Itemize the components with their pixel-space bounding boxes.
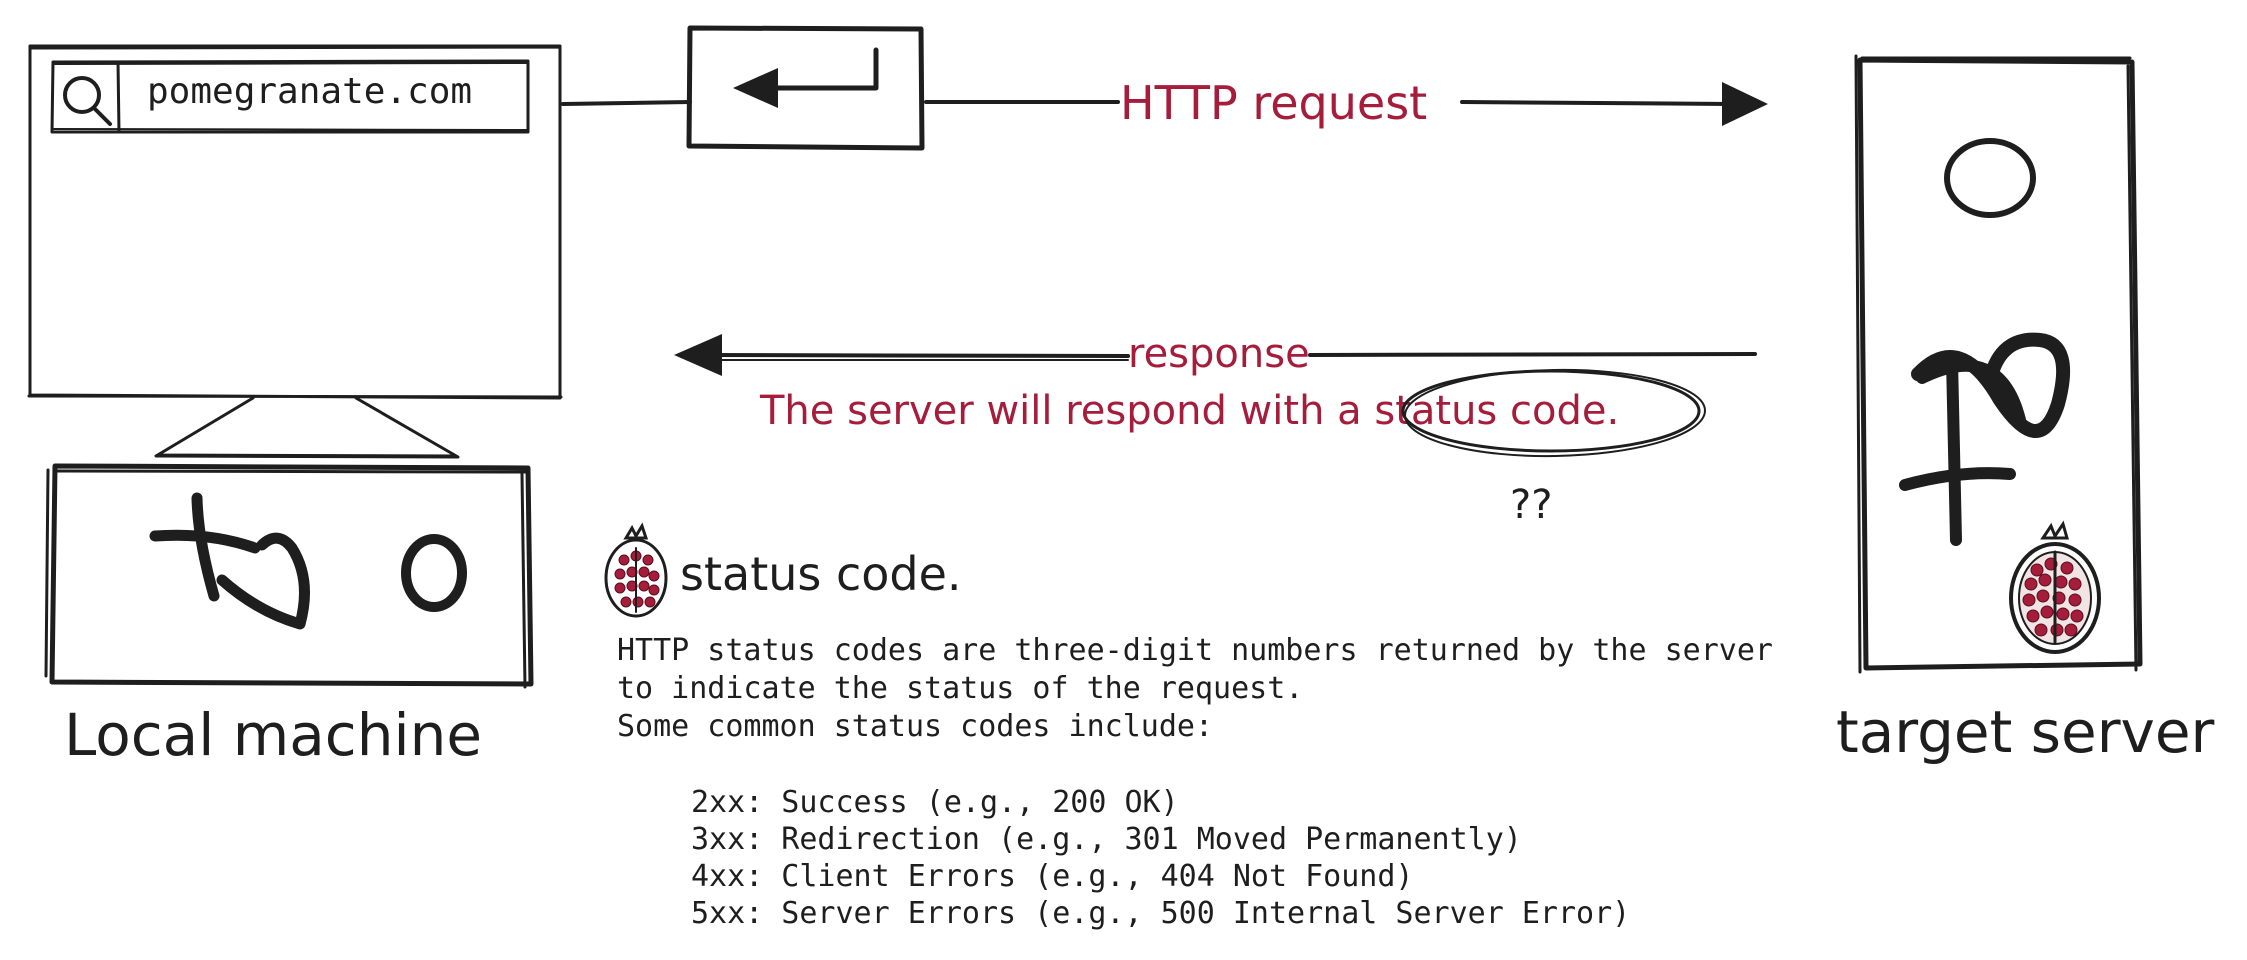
local-machine: pomegranate.com Local machine [27, 44, 692, 769]
status-code-list: 2xx: Success (e.g., 200 OK) 3xx: Redirec… [691, 785, 1630, 931]
status-code-item: 5xx: Server Errors (e.g., 500 Internal S… [691, 896, 1630, 931]
status-code-item: 3xx: Redirection (e.g., 301 Moved Perman… [691, 822, 1522, 857]
request-arrow: HTTP request [924, 76, 1768, 130]
enter-key-button[interactable] [686, 25, 925, 151]
status-code-section: status code. HTTP status codes are three… [604, 522, 1791, 931]
response-note-text: The server will respond with a status co… [759, 388, 1619, 434]
status-code-circle [1401, 368, 1706, 458]
response-note: The server will respond with a status co… [759, 368, 1706, 528]
monitor-stand [154, 396, 460, 459]
connector-line [561, 100, 692, 106]
section-description: HTTP status codes are three-digit number… [617, 633, 1791, 744]
search-icon [63, 76, 112, 126]
target-server: target server [1836, 54, 2215, 766]
response-label: response [1128, 331, 1310, 377]
response-note-prefix: The server will respond with a [759, 388, 1374, 434]
section-title: status code. [680, 547, 962, 601]
label-local-machine: Local machine [64, 701, 482, 769]
request-label: HTTP request [1120, 76, 1427, 130]
pomegranate-icon [604, 522, 668, 618]
description-line: HTTP status codes are three-digit number… [617, 633, 1773, 668]
question-marks: ?? [1510, 482, 1552, 528]
address-bar-url: pomegranate.com [147, 71, 472, 112]
description-line: Some common status codes include: [617, 709, 1213, 744]
description-line: to indicate the status of the request. [617, 671, 1303, 706]
browser-address-bar[interactable]: pomegranate.com [50, 59, 530, 134]
monitor-screen [27, 44, 563, 400]
response-arrow: response [674, 331, 1757, 377]
status-code-item: 2xx: Success (e.g., 200 OK) [691, 785, 1179, 820]
label-target-server: target server [1836, 698, 2215, 766]
pomegranate-icon [2009, 520, 2101, 654]
keyboard-box [44, 463, 534, 689]
status-code-item: 4xx: Client Errors (e.g., 404 Not Found) [691, 859, 1413, 894]
enter-key-icon [733, 47, 879, 108]
